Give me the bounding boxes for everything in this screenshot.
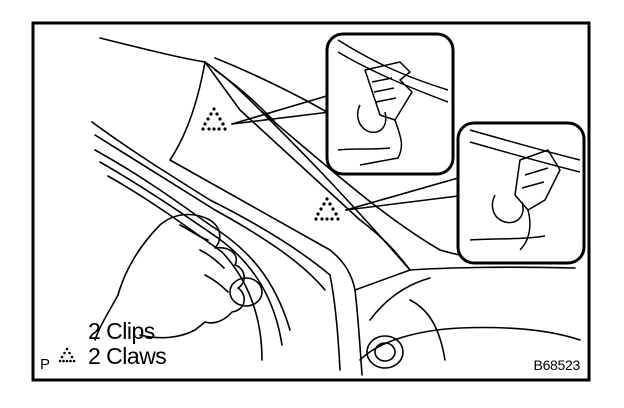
fingertip — [229, 277, 263, 307]
weatherstrip-2 — [99, 161, 283, 346]
dash-edge — [409, 266, 576, 271]
hand-illustration — [117, 213, 245, 339]
dotted-triangle-icon — [314, 197, 340, 221]
thumb — [179, 224, 209, 241]
leader-line-lower — [345, 177, 459, 211]
dotted-triangle-icon — [201, 107, 227, 131]
finger-2 — [204, 274, 229, 293]
dash-panel — [359, 326, 581, 361]
figure-code: B68523 — [533, 357, 581, 373]
lower-pillar — [329, 274, 341, 371]
dash-vent — [369, 277, 431, 321]
sleeve — [94, 294, 119, 341]
leader-line-upper-2 — [231, 111, 331, 125]
dash-knob-inner — [374, 342, 396, 362]
door-frame — [91, 121, 331, 276]
page-prefix: P — [40, 356, 51, 373]
door-frame-2 — [94, 134, 326, 291]
dash-knob — [366, 335, 404, 369]
claw-detail-icon — [456, 121, 586, 265]
leader-line-lower-2 — [345, 195, 459, 211]
dash-line — [409, 299, 446, 361]
clip-detail-icon — [325, 32, 455, 176]
weatherstrip-3 — [107, 175, 263, 361]
pillar-edge-2 — [214, 69, 276, 123]
finger-1 — [199, 249, 225, 269]
roof-line — [99, 37, 206, 63]
small-dotted-triangle-icon — [58, 347, 76, 363]
lower-pillar-2 — [354, 289, 363, 376]
weatherstrip — [94, 149, 291, 331]
leader-line-upper — [231, 94, 331, 125]
claws-label: 2 Claws — [88, 343, 167, 369]
clips-label: 2 Clips — [88, 318, 155, 344]
